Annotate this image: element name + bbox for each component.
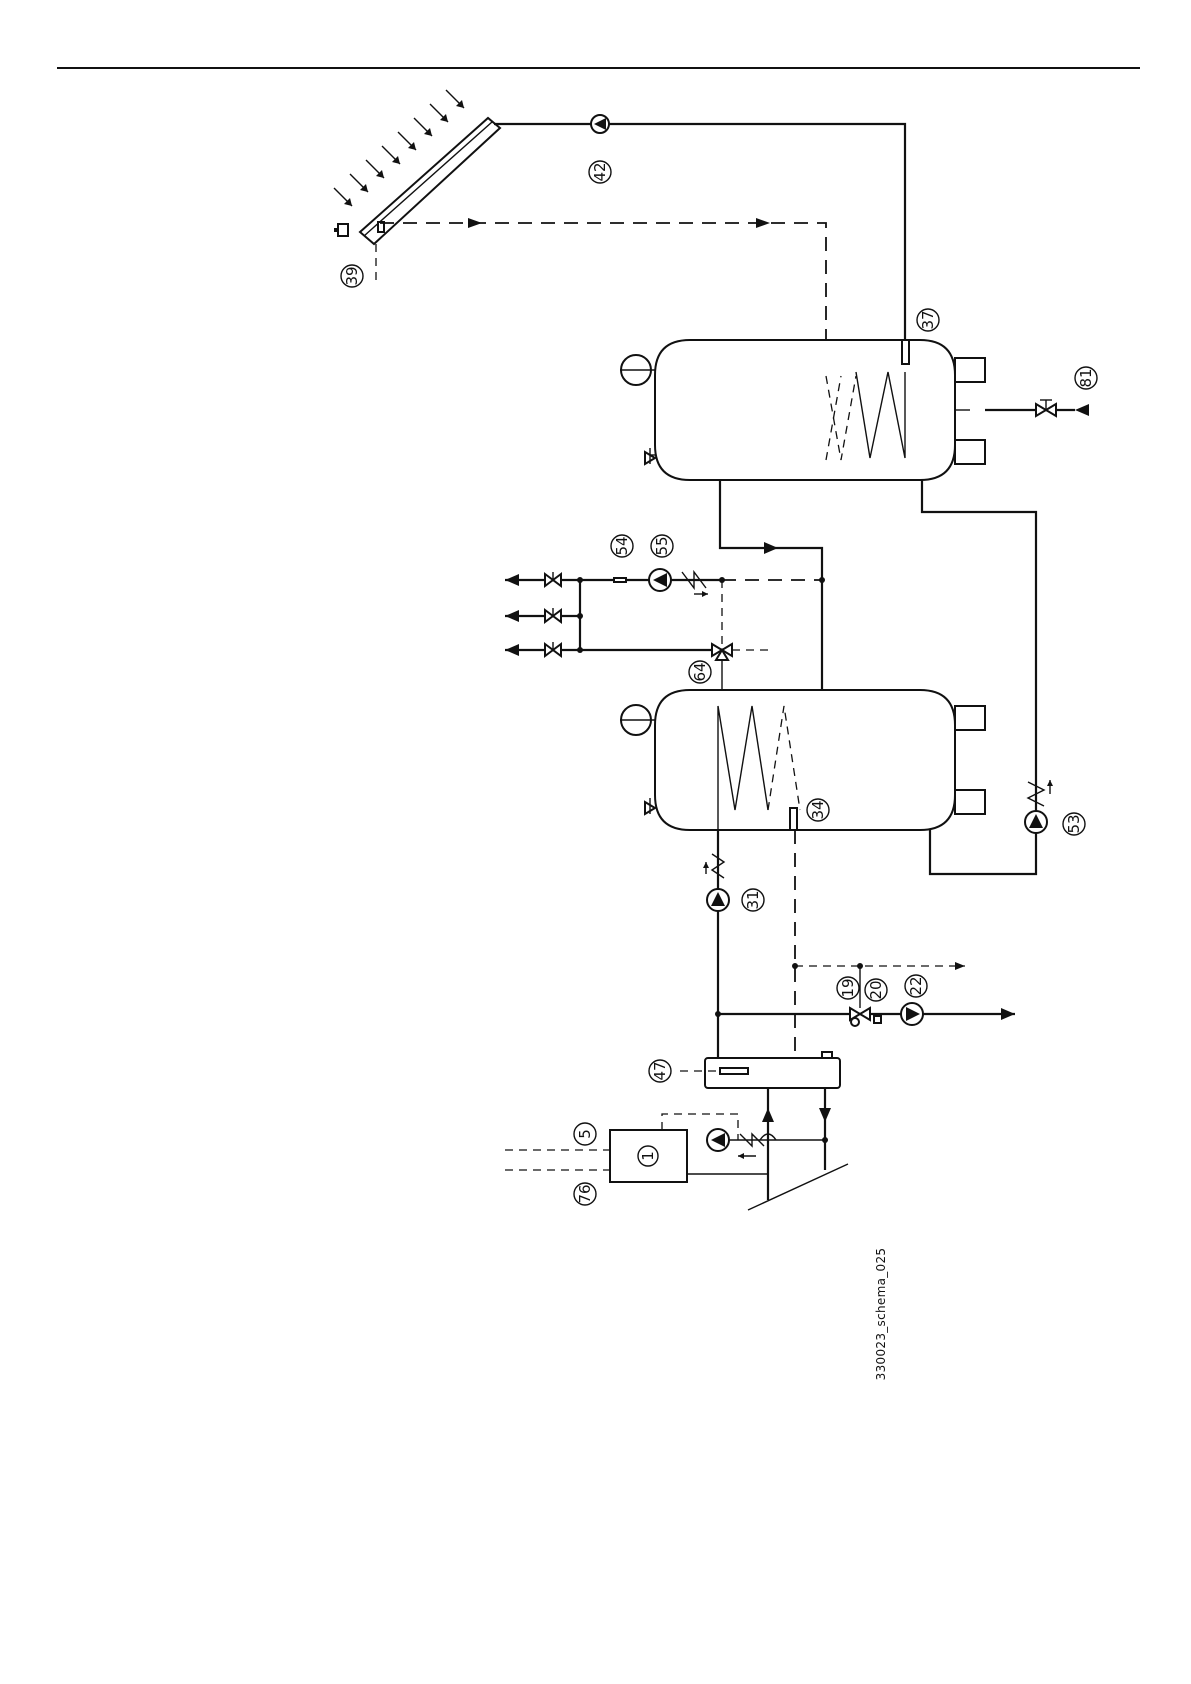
svg-text:64: 64 xyxy=(691,662,709,681)
cold-water-inlet-81 xyxy=(985,400,1089,416)
svg-text:76: 76 xyxy=(576,1184,594,1203)
label-5: 5 xyxy=(574,1123,596,1145)
svg-text:42: 42 xyxy=(591,162,609,181)
pump-31 xyxy=(703,854,729,911)
svg-text:55: 55 xyxy=(653,536,671,555)
svg-text:34: 34 xyxy=(809,800,827,819)
label-22: 22 xyxy=(905,975,927,997)
svg-text:53: 53 xyxy=(1065,814,1083,833)
label-54: 54 xyxy=(611,535,633,557)
svg-text:19: 19 xyxy=(839,978,857,997)
svg-text:20: 20 xyxy=(867,980,885,999)
pump-53 xyxy=(1025,780,1053,833)
svg-text:39: 39 xyxy=(343,266,361,285)
label-1: 1 xyxy=(639,1151,657,1161)
safety-valve xyxy=(645,448,655,464)
schema-caption: 330023_schema_025 xyxy=(874,1248,888,1381)
label-19: 19 xyxy=(837,977,859,999)
label-55: 55 xyxy=(651,535,673,557)
label-20: 20 xyxy=(865,979,887,1001)
hydraulic-separator-47 xyxy=(680,1052,840,1088)
label-76: 76 xyxy=(574,1183,596,1205)
solar-storage-tank xyxy=(620,340,985,480)
svg-text:5: 5 xyxy=(576,1129,594,1139)
label-42: 42 xyxy=(589,161,611,183)
label-39: 39 xyxy=(341,265,363,287)
label-31: 31 xyxy=(742,889,764,911)
svg-text:22: 22 xyxy=(907,976,925,995)
label-53: 53 xyxy=(1063,813,1085,835)
label-81: 81 xyxy=(1075,367,1097,389)
boiler-1: 1 xyxy=(610,1130,687,1182)
svg-text:54: 54 xyxy=(613,536,631,555)
label-37: 37 xyxy=(917,309,939,331)
label-47: 47 xyxy=(649,1060,671,1082)
boiler-pump xyxy=(707,1129,825,1159)
svg-text:81: 81 xyxy=(1077,368,1095,387)
svg-text:37: 37 xyxy=(919,310,937,329)
label-64: 64 xyxy=(689,661,711,683)
svg-text:31: 31 xyxy=(744,890,762,909)
dhw-distribution xyxy=(505,569,825,690)
sun-rays xyxy=(334,90,464,206)
safety-valve xyxy=(645,798,655,814)
svg-text:47: 47 xyxy=(651,1061,669,1080)
solar-pump-42 xyxy=(591,115,609,133)
label-34: 34 xyxy=(807,799,829,821)
